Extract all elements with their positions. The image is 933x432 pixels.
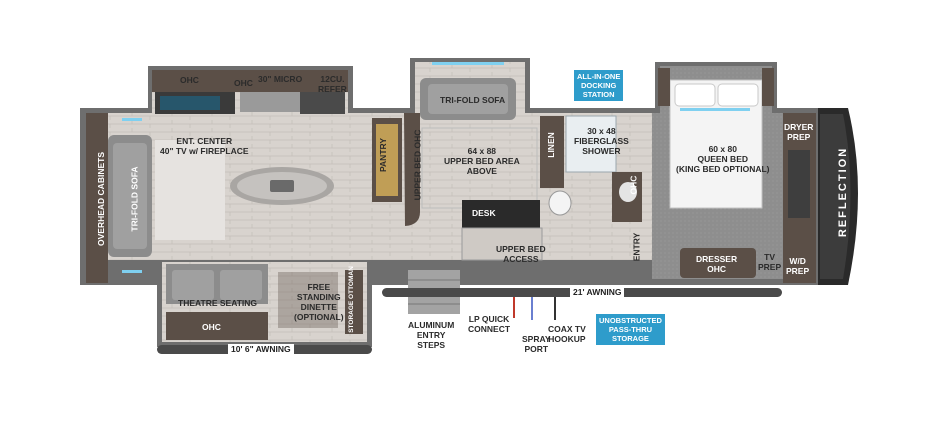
queen-bed-label: 60 x 80 QUEEN BED (KING BED OPTIONAL) xyxy=(676,144,770,174)
wd-prep-label: W/D PREP xyxy=(786,256,810,276)
brand-logo: REFLECTION xyxy=(837,146,850,238)
left-sofa-label: TRI-FOLD SOFA xyxy=(129,166,140,232)
overhead-cabinets-label: OVERHEAD CABINETS xyxy=(95,152,106,246)
ohc-micro-label: OHC xyxy=(234,78,253,88)
awning-right-label: 21' AWNING xyxy=(570,287,625,297)
entry-label: ENTRY xyxy=(631,232,642,262)
lp-connect-label: LP QUICK CONNECT xyxy=(468,314,511,334)
dresser xyxy=(680,248,756,278)
shower-label: 30 x 48 FIBERGLASS SHOWER xyxy=(574,126,629,156)
refer-label: 12CU. REFER xyxy=(318,74,347,94)
upper-bed-steps xyxy=(461,227,543,261)
upper-bed-area-label: 64 x 88 UPPER BED AREA ABOVE xyxy=(444,146,520,176)
dinette xyxy=(278,272,338,328)
docking-station-badge: ALL-IN-ONE DOCKING STATION xyxy=(574,70,624,101)
desk xyxy=(462,200,540,228)
upper-bed-ohc-label: UPPER BED OHC xyxy=(412,129,423,201)
entry-steps-label: ALUMINUM ENTRY STEPS xyxy=(408,320,455,350)
tv-prep-label: TV PREP xyxy=(758,252,782,272)
theatre-seating-label: THEATRE SEATING xyxy=(178,298,258,308)
dryer-prep-label: DRYER PREP xyxy=(784,122,814,142)
ent-center-label: ENT. CENTER 40" TV w/ FIREPLACE xyxy=(160,136,249,156)
dresser-label: DRESSER OHC xyxy=(696,254,738,274)
upper-bed-ohc xyxy=(404,113,420,226)
kitchen-counter xyxy=(152,70,348,92)
spray-port-label: SPRAY PORT xyxy=(522,334,551,354)
awning-left-label: 10' 6" AWNING xyxy=(228,344,294,354)
dinette-label: FREE STANDING DINETTE (OPTIONAL) xyxy=(294,282,344,322)
shower xyxy=(565,115,617,173)
ohc-bath-label: OHC xyxy=(628,175,639,195)
ohc-theatre-label: OHC xyxy=(202,322,221,332)
linen xyxy=(540,116,564,188)
micro-label: 30" MICRO xyxy=(258,74,303,84)
coax-label: COAX TV HOOKUP xyxy=(548,324,586,344)
theatre-ohc xyxy=(166,312,268,340)
desk-label: DESK xyxy=(472,208,496,218)
linen-label: LINEN xyxy=(545,132,556,158)
top-sofa-label: TRI-FOLD SOFA xyxy=(440,95,506,105)
pass-thru-storage-badge: UNOBSTRUCTED PASS-THRU STORAGE xyxy=(596,314,665,345)
toilet xyxy=(548,190,572,216)
storage-ottoman-label: STORAGE OTTOMAN xyxy=(347,266,355,333)
ohc-kitchen-label: OHC xyxy=(180,75,199,85)
upper-bed-access-label: UPPER BED ACCESS xyxy=(496,244,546,264)
overhead-cabinets xyxy=(86,113,108,283)
pantry-label: PANTRY xyxy=(378,138,388,172)
